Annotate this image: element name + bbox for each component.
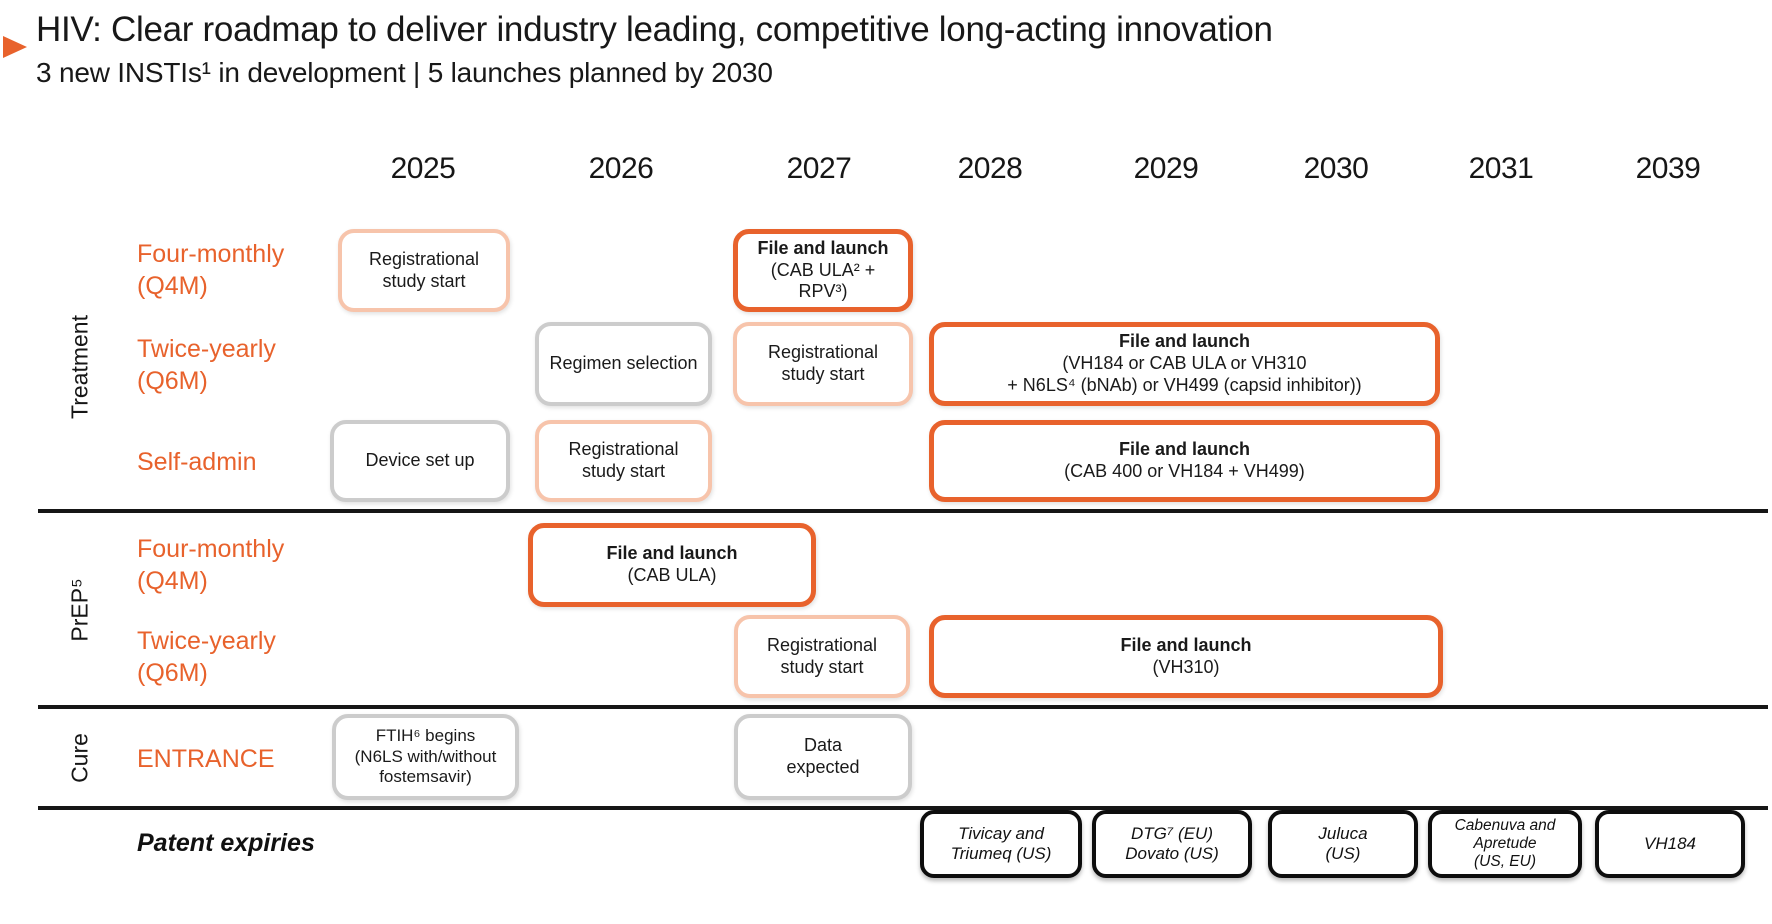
milestone-detail: (VH310): [1152, 656, 1220, 677]
milestone-box-selfadmin-2028-2030: File and launch (CAB 400 or VH184 + VH49…: [929, 420, 1440, 502]
milestone-box-prep-q6m-2028-2030: File and launch (VH310): [929, 615, 1443, 698]
title-arrow-icon: [3, 36, 27, 58]
year-label-2031: 2031: [1468, 152, 1534, 185]
year-label-2030: 2030: [1303, 152, 1369, 185]
page-subtitle: 3 new INSTIs¹ in development | 5 launche…: [36, 57, 773, 88]
milestone-box-cure-2027: Data expected: [734, 714, 912, 800]
patent-box-cabenuva-apretude: Cabenuva and Apretude (US, EU): [1428, 810, 1582, 878]
milestone-title: File and launch: [1120, 634, 1252, 655]
milestone-box-selfadmin-2025: Device set up: [330, 420, 510, 502]
milestone-detail: (CAB 400 or VH184 + VH499): [1064, 461, 1305, 481]
milestone-box-prep-q6m-2027: Registrational study start: [734, 615, 910, 698]
group-label-cure: Cure: [66, 733, 93, 783]
year-label-2026: 2026: [588, 152, 654, 185]
divider-prep-cure: [38, 705, 1768, 709]
milestone-title: File and launch: [1118, 331, 1251, 352]
milestone-text: Data expected: [786, 735, 860, 777]
divider-cure-patents: [38, 806, 1768, 810]
year-label-2025: 2025: [390, 152, 456, 185]
milestone-title: File and launch: [606, 543, 738, 564]
milestone-box-selfadmin-2026: Registrational study start: [535, 420, 712, 502]
milestone-text: Regimen selection: [549, 353, 698, 374]
milestone-box-treatment-q4m-2027: File and launch (CAB ULA² + RPV³): [733, 229, 913, 312]
group-label-treatment: Treatment: [66, 315, 93, 419]
patent-box-juluca: Juluca (US): [1268, 810, 1418, 878]
row-label-treatment-q6m: Twice-yearly (Q6M): [137, 335, 276, 395]
patent-expiries-label: Patent expiries: [137, 829, 315, 857]
milestone-box-prep-q4m-2026-2027: File and launch (CAB ULA): [528, 523, 816, 607]
group-label-prep: PrEP⁵: [66, 578, 93, 642]
row-label-treatment-selfadmin: Self-admin: [137, 448, 257, 476]
milestone-title: File and launch: [757, 237, 889, 258]
row-label-cure-entrance: ENTRANCE: [137, 745, 275, 773]
milestone-text: Device set up: [365, 450, 475, 471]
milestone-detail: (VH184 or CAB ULA or VH310 + N6LS⁴ (bNAb…: [1007, 353, 1362, 395]
milestone-box-cure-2025: FTIH⁶ begins (N6LS with/without fostemsa…: [332, 714, 519, 800]
milestone-box-treatment-q6m-2027: Registrational study start: [733, 322, 913, 406]
patent-box-tivicay-triumeq: Tivicay and Triumeq (US): [920, 810, 1082, 878]
milestone-box-treatment-q4m-2025: Registrational study start: [338, 229, 510, 312]
milestone-text: Registrational study start: [766, 634, 878, 677]
milestone-box-treatment-q6m-2026: Regimen selection: [535, 322, 712, 406]
row-label-prep-q4m: Four-monthly (Q4M): [137, 535, 285, 595]
milestone-detail: (CAB ULA): [627, 565, 717, 585]
milestone-box-treatment-q6m-2028-2030: File and launch (VH184 or CAB ULA or VH3…: [929, 322, 1440, 406]
year-label-2028: 2028: [957, 152, 1023, 185]
milestone-detail: (CAB ULA² + RPV³): [770, 259, 876, 302]
milestone-text: Registrational study start: [368, 248, 480, 291]
year-label-2039: 2039: [1635, 152, 1701, 185]
patent-box-vh184: VH184: [1595, 810, 1745, 878]
patent-box-dtg-dovato: DTG⁷ (EU) Dovato (US): [1092, 810, 1252, 878]
year-label-2027: 2027: [786, 152, 852, 185]
milestone-text: FTIH⁶ begins (N6LS with/without fostemsa…: [354, 725, 497, 787]
milestone-text: Registrational study start: [568, 439, 679, 481]
row-label-prep-q6m: Twice-yearly (Q6M): [137, 627, 276, 687]
divider-treatment-prep: [38, 509, 1768, 513]
year-label-2029: 2029: [1133, 152, 1199, 185]
row-label-treatment-q4m: Four-monthly (Q4M): [137, 240, 285, 300]
page-title: HIV: Clear roadmap to deliver industry l…: [36, 10, 1273, 49]
milestone-text: Registrational study start: [767, 342, 879, 384]
milestone-title: File and launch: [1118, 439, 1251, 460]
